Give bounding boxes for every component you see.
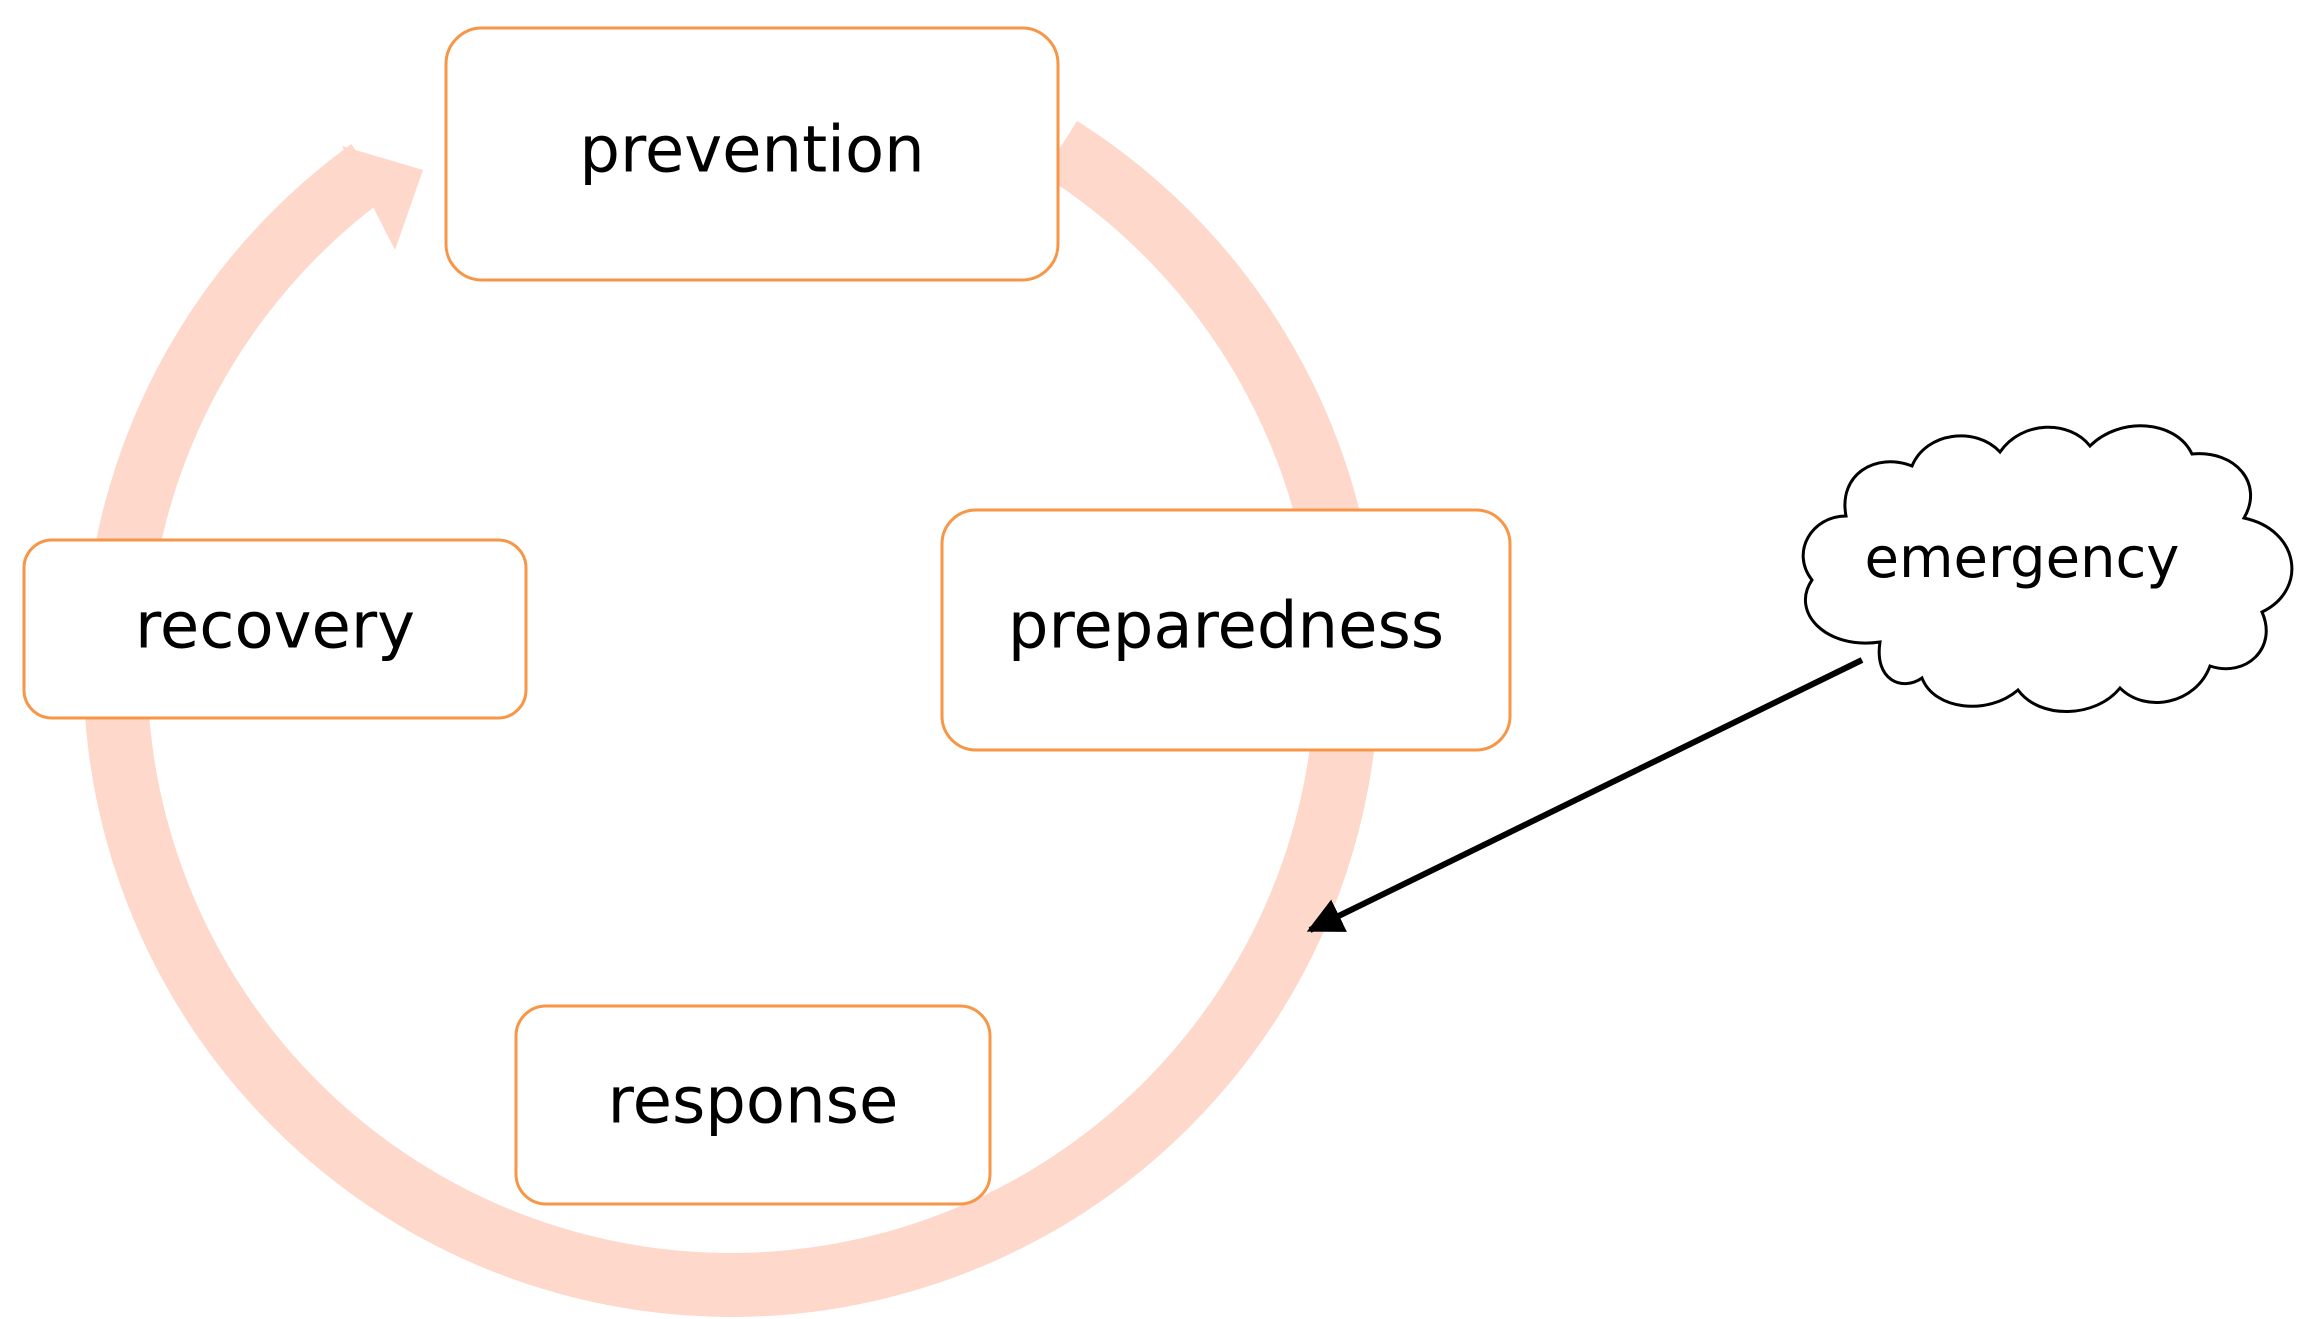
stage-label-response: response [608, 1065, 899, 1139]
cloud-shape [1801, 424, 2294, 713]
stage-label-prevention: prevention [579, 114, 924, 188]
stage-label-preparedness: preparedness [1008, 590, 1444, 664]
emergency-label: emergency [1865, 526, 2180, 591]
emergency-cloud: emergency [1801, 424, 2294, 713]
stage-box-prevention: prevention [444, 26, 1060, 282]
stage-box-response: response [514, 1004, 992, 1206]
emergency-arrow [1306, 657, 1864, 933]
stage-label-recovery: recovery [135, 590, 415, 664]
stage-box-recovery: recovery [22, 538, 528, 720]
stage-box-preparedness: preparedness [940, 508, 1512, 752]
cycle-arrowhead [342, 146, 423, 250]
